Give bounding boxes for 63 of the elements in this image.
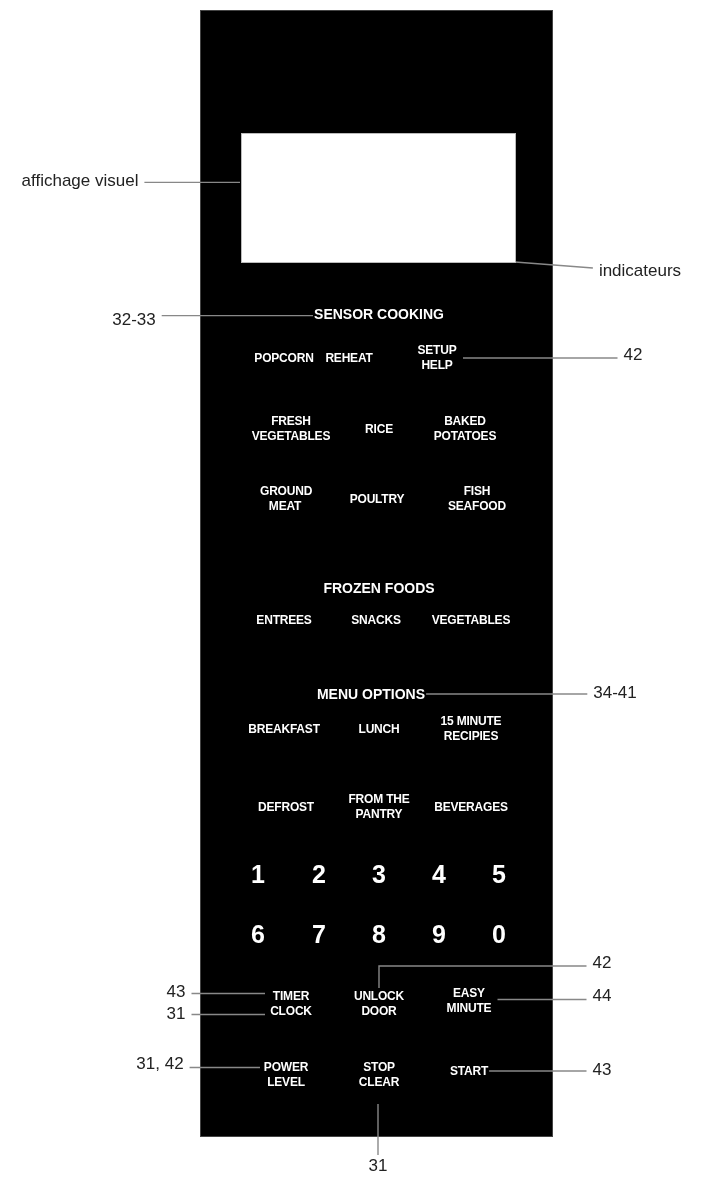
callout-text: indicateurs — [598, 261, 682, 281]
leader-line — [425, 693, 588, 695]
callout-number: 32-33 — [112, 310, 156, 330]
callout-text: affichage visuel — [21, 171, 139, 191]
section-heading: FROZEN FOODS — [323, 580, 435, 596]
section-heading: SENSOR COOKING — [314, 306, 444, 322]
number-key: 7 — [312, 919, 326, 949]
key-label: FROM THE PANTRY — [347, 792, 411, 822]
key-label: POULTRY — [349, 491, 405, 507]
callout-number: 43 — [166, 982, 186, 1002]
key-label: BAKED POTATOES — [432, 414, 498, 444]
callout-number: 42 — [623, 345, 643, 365]
key-label: FRESH VEGETABLES — [251, 414, 331, 444]
key-label: EASY MINUTE — [441, 986, 497, 1016]
key-label: ENTREES — [256, 612, 312, 628]
key-label: POPCORN — [254, 350, 314, 366]
key-label: DEFROST — [258, 799, 314, 815]
control-panel — [200, 10, 553, 1137]
number-key: 5 — [492, 859, 506, 889]
leader-line — [488, 1070, 588, 1072]
leader-line — [143, 181, 241, 184]
leader-line — [190, 992, 266, 995]
callout-number: 43 — [592, 1060, 612, 1080]
key-label: 15 MINUTE RECIPIES — [439, 714, 503, 744]
leader-line — [377, 1103, 379, 1156]
leader-line — [161, 314, 314, 317]
callout-number: 44 — [592, 986, 612, 1006]
number-key: 8 — [372, 919, 386, 949]
section-heading: MENU OPTIONS — [316, 686, 426, 702]
key-label: START — [449, 1063, 489, 1079]
key-label: VEGETABLES — [431, 612, 511, 628]
key-label: BREAKFAST — [248, 721, 320, 737]
key-label: UNLOCK DOOR — [351, 989, 407, 1019]
key-label: REHEAT — [325, 350, 373, 366]
number-key: 3 — [372, 859, 386, 889]
callout-number: 31 — [368, 1156, 388, 1176]
leader-line — [496, 998, 588, 1001]
display-window — [241, 133, 516, 263]
key-label: FISH SEAFOOD — [447, 484, 507, 514]
key-label: TIMER CLOCK — [266, 989, 316, 1019]
leader-line — [514, 261, 594, 269]
leader-line — [190, 1013, 266, 1016]
key-label: LUNCH — [358, 721, 400, 737]
leader-line — [188, 1066, 261, 1069]
key-label: RICE — [365, 421, 393, 437]
number-key: 0 — [492, 919, 506, 949]
number-key: 2 — [312, 859, 326, 889]
key-label: SNACKS — [351, 612, 401, 628]
key-label: BEVERAGES — [434, 799, 508, 815]
number-key: 4 — [432, 859, 446, 889]
callout-number: 34-41 — [593, 683, 637, 703]
number-key: 9 — [432, 919, 446, 949]
callout-number: 31, 42 — [136, 1054, 184, 1074]
leader-line — [462, 357, 619, 359]
callout-number: 31 — [166, 1004, 186, 1024]
leader-line — [378, 965, 588, 989]
key-label: POWER LEVEL — [261, 1060, 311, 1090]
key-label: STOP CLEAR — [354, 1060, 404, 1090]
key-label: SETUP HELP — [412, 343, 462, 373]
number-key: 1 — [251, 859, 265, 889]
number-key: 6 — [251, 919, 265, 949]
callout-number: 42 — [592, 953, 612, 973]
key-label: GROUND MEAT — [260, 484, 310, 514]
